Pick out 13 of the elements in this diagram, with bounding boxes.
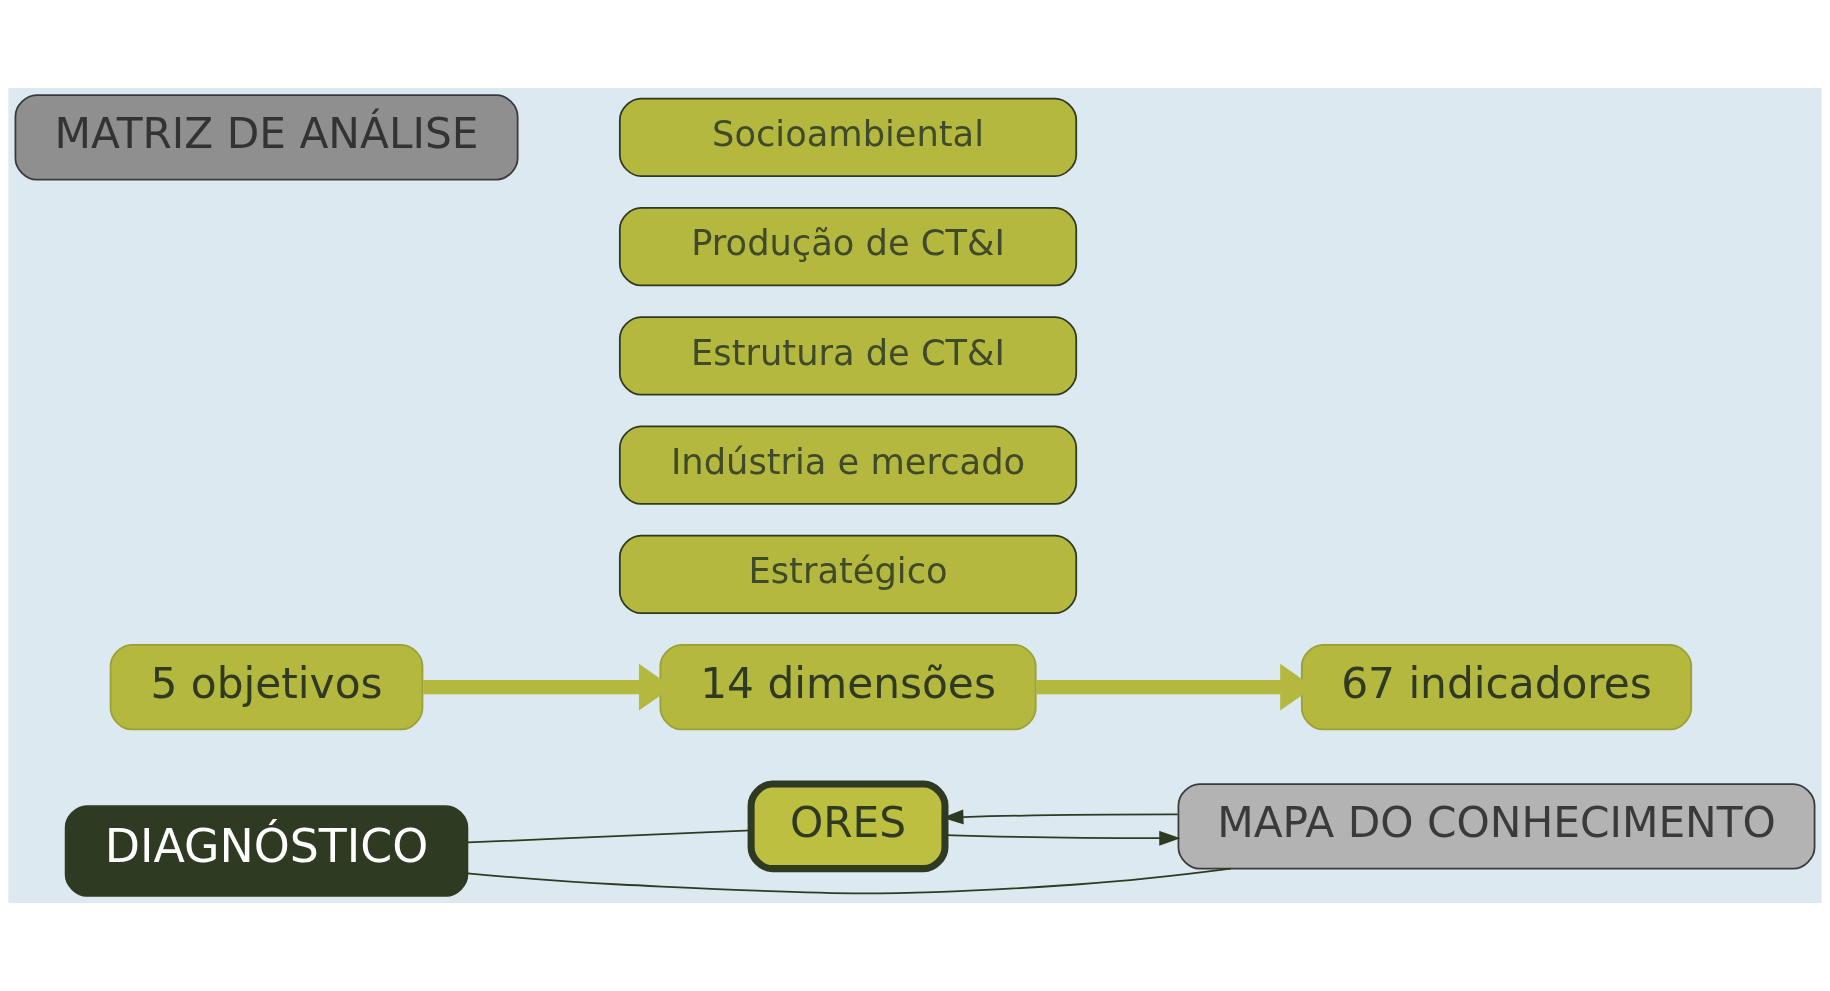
connector [466,867,1232,895]
node-box: 67 indicadores [1300,643,1693,731]
node-box: DIAGNÓSTICO [64,805,469,897]
node-box: 5 objetivos [109,643,424,731]
node-box: Produção de CT&I [618,206,1078,287]
node-box: Socioambiental [618,97,1078,177]
node-box: MAPA DO CONHECIMENTO [1177,783,1816,870]
node-box: 14 dimensões [659,643,1037,731]
node-box: Indústria e mercado [618,425,1078,505]
node-box: Estrutura de CT&I [618,316,1078,396]
node-box: MATRIZ DE ANÁLISE [14,94,519,181]
node-box: ORES [747,780,949,873]
node-box: Estratégico [618,534,1078,614]
